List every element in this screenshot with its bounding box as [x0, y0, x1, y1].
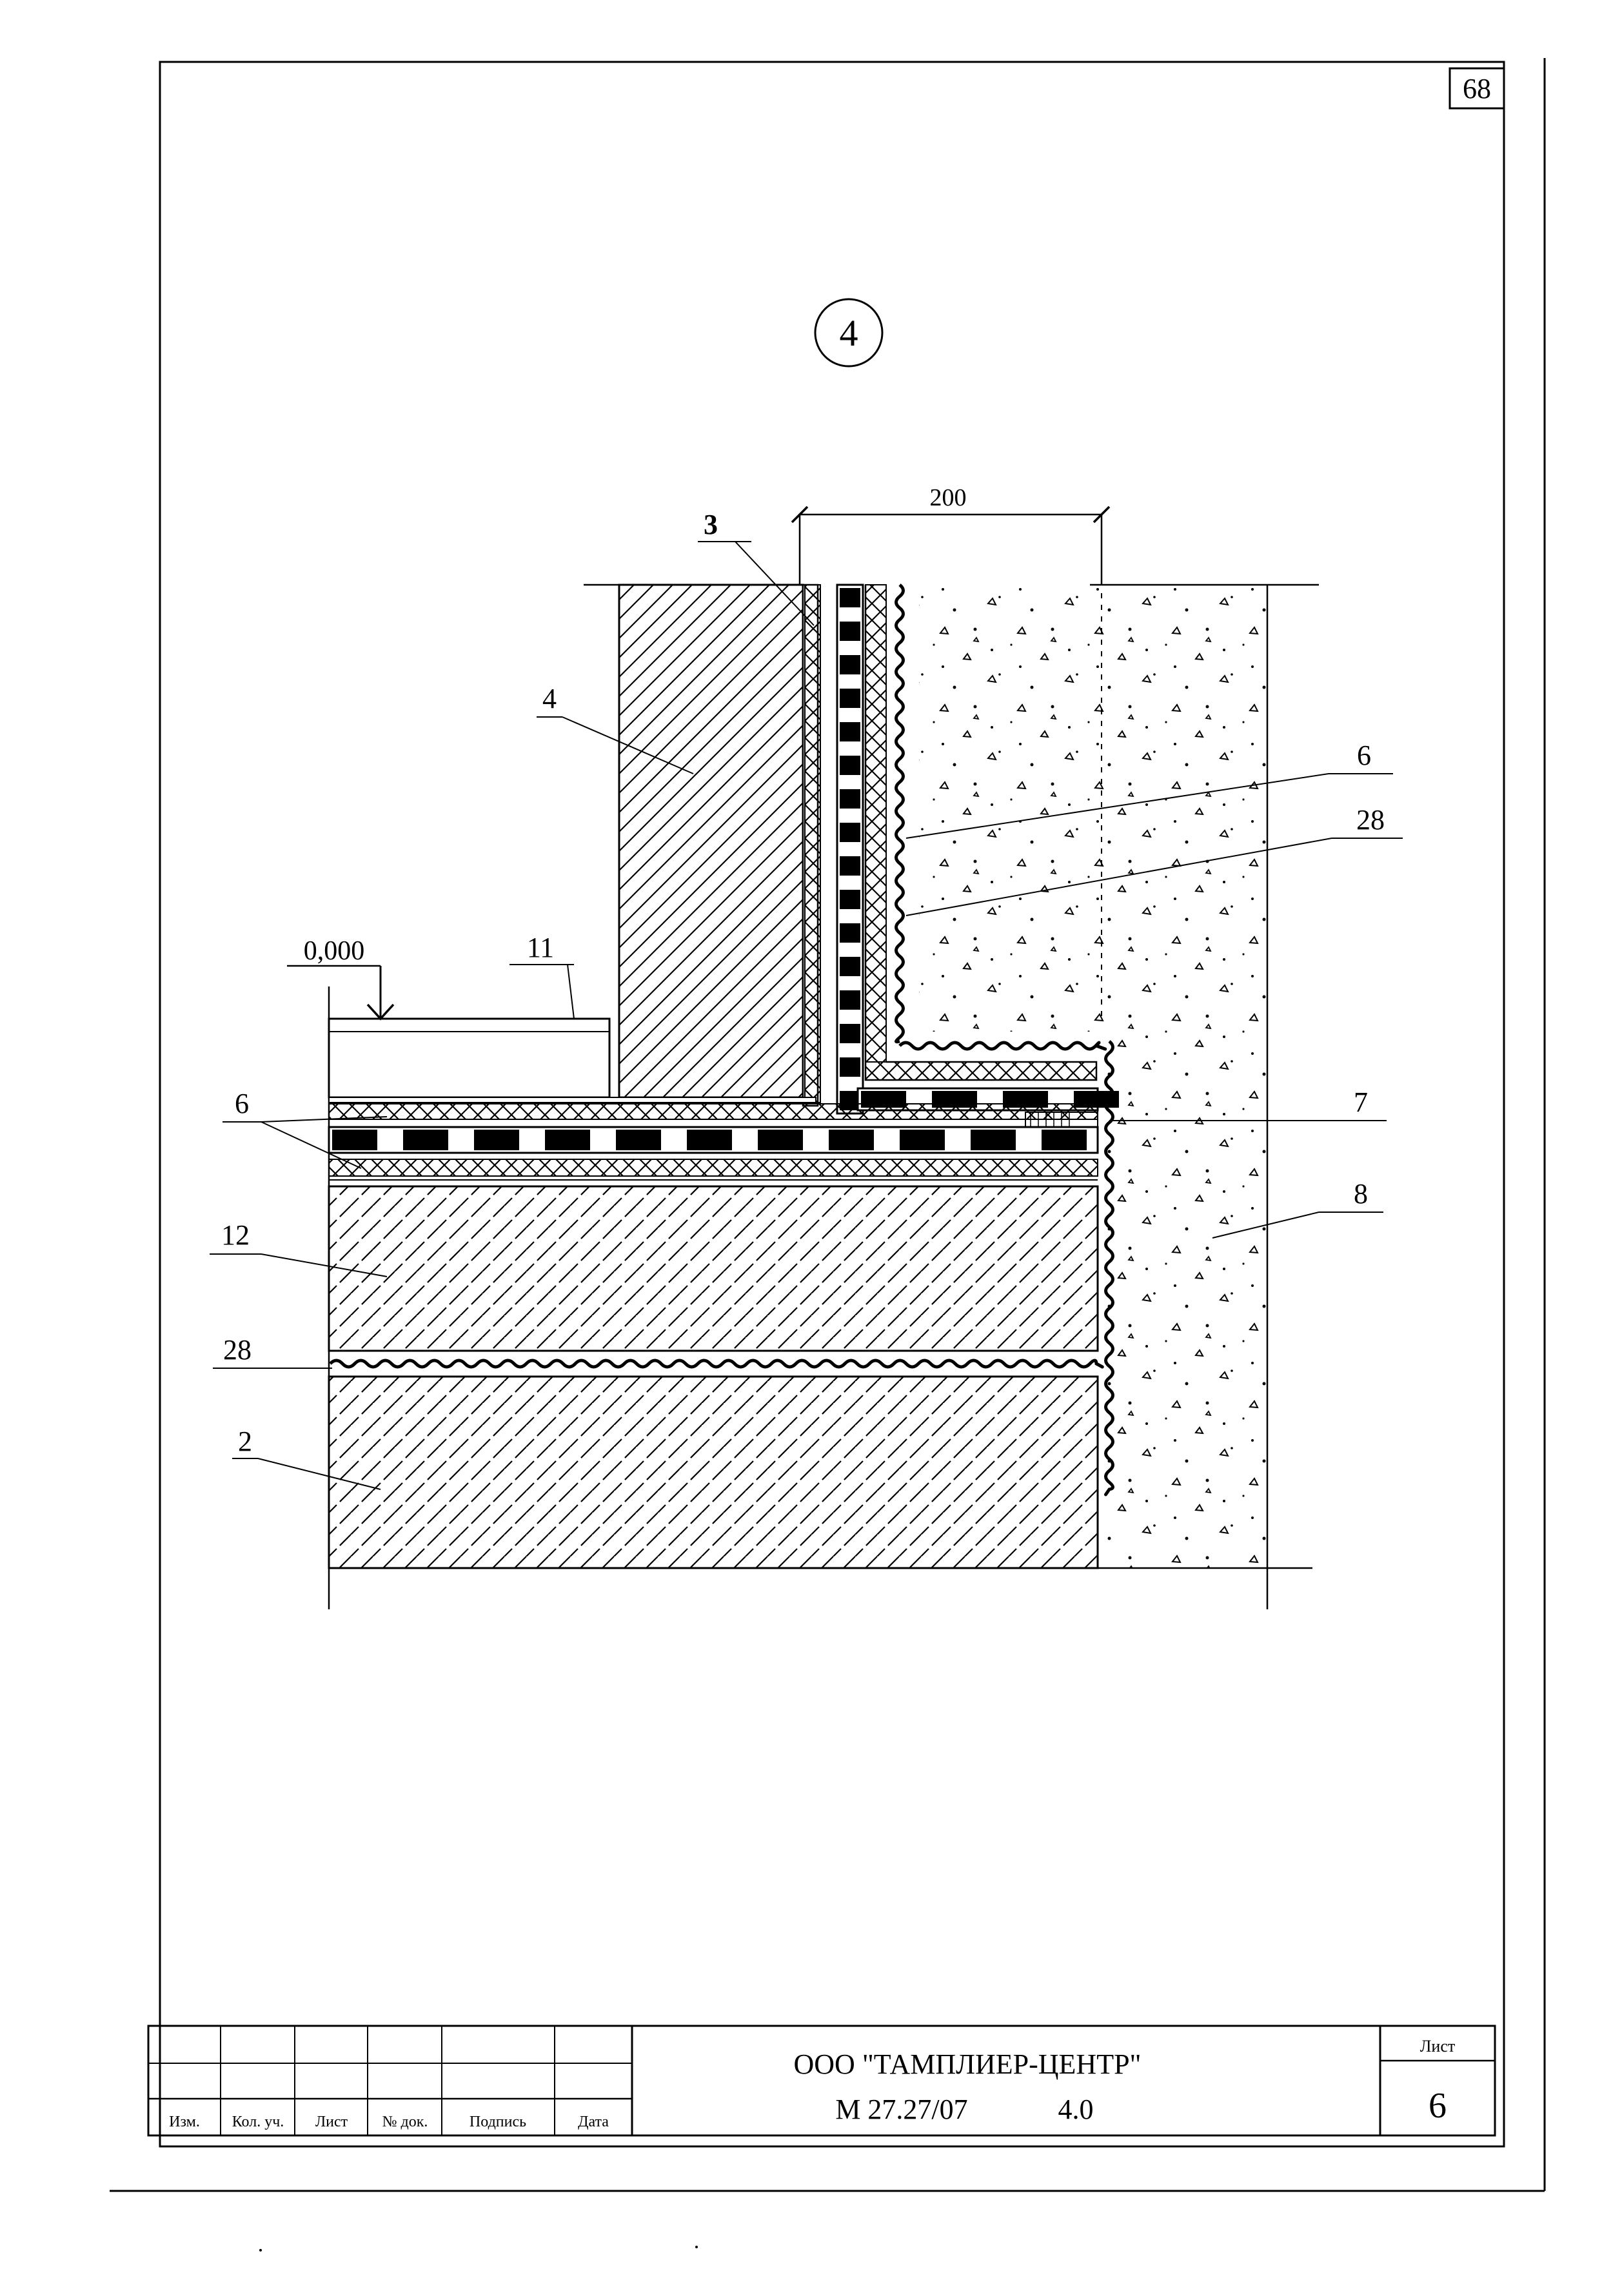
membrane-dash	[840, 1024, 860, 1043]
callout-8: 8	[1354, 1178, 1368, 1210]
callout-28-top: 28	[1356, 804, 1385, 836]
membrane-dash	[900, 1130, 945, 1150]
membrane-dash	[840, 890, 860, 909]
membrane-dash	[840, 689, 860, 708]
title-block: Изм. Кол. уч. Лист № док. Подпись Дата О…	[147, 2025, 1496, 2137]
membrane-dash	[840, 789, 860, 809]
sheet-label: Лист	[1420, 2037, 1455, 2056]
compacted-soil-layer	[328, 1185, 1099, 1352]
callout-4: 4	[542, 683, 557, 714]
callout-2: 2	[238, 1426, 252, 1457]
callout-6-left: 6	[235, 1088, 249, 1119]
drainage-membrane-horizontal-upper	[898, 1041, 1107, 1051]
sheet-frame	[110, 58, 1546, 2192]
vertical-membrane-dashes	[840, 588, 860, 1110]
membrane-dash	[1042, 1130, 1087, 1150]
title-col-signature: Подпись	[470, 2114, 526, 2130]
membrane-dash	[840, 923, 860, 943]
drainage-membrane-vertical-inner	[895, 584, 905, 1044]
sheet-corner-number: 68	[1463, 73, 1491, 104]
title-col-kol-uch: Кол. уч.	[232, 2114, 284, 2130]
title-col-list: Лист	[315, 2114, 348, 2130]
base-soil-layer	[328, 1375, 1099, 1569]
drainage-membrane-horizontal	[329, 1359, 1104, 1369]
company-name: ООО "ТАМПЛИЕР-ЦЕНТР"	[794, 2048, 1142, 2080]
callout-12: 12	[221, 1219, 250, 1251]
callout-6-top: 6	[1357, 740, 1371, 771]
title-col-date: Дата	[578, 2114, 609, 2130]
detail-number: 4	[840, 312, 858, 354]
detail-marker: 4	[814, 298, 884, 368]
scan-speck	[695, 2246, 698, 2248]
membrane-dash	[545, 1130, 590, 1150]
membrane-dash	[474, 1130, 519, 1150]
callout-11: 11	[527, 932, 554, 963]
concrete-fill	[919, 585, 1267, 1568]
membrane-dash	[840, 1057, 860, 1077]
sheet-corner-number-box: 68	[1449, 67, 1505, 110]
membrane-dash	[840, 756, 860, 775]
membrane-dash	[829, 1130, 874, 1150]
document-code: М 27.27/07	[835, 2094, 967, 2125]
dimension-value: 200	[930, 484, 967, 511]
membrane-dash	[840, 655, 860, 674]
callout-7: 7	[1354, 1086, 1368, 1118]
elevation-value: 0,000	[304, 936, 365, 966]
dimension-line	[791, 505, 1111, 585]
membrane-dash	[840, 722, 860, 741]
membrane-dash	[332, 1130, 377, 1150]
title-col-doc-no: № док.	[382, 2114, 428, 2130]
drainage-membrane-vertical-outer	[1104, 1040, 1114, 1496]
membrane-dash	[840, 957, 860, 976]
membrane-dash	[687, 1130, 732, 1150]
membrane-dash	[758, 1130, 803, 1150]
document-version: 4.0	[1058, 2094, 1094, 2125]
callout-labels: 3 4 6 28 11 6 7 8 12 28 2	[221, 509, 1385, 1457]
brick-wall	[618, 584, 804, 1099]
sheet-number: 6	[1429, 2086, 1447, 2126]
membrane-dash	[840, 622, 860, 641]
floor-finish	[328, 1017, 611, 1099]
scan-speck	[259, 2249, 262, 2252]
callout-3: 3	[704, 509, 718, 540]
horizontal-protective-layer-bottom	[328, 1159, 1098, 1177]
elevation-marker	[287, 965, 395, 1021]
title-col-izm: Изм.	[169, 2114, 200, 2130]
membrane-dash	[840, 588, 860, 607]
membrane-dash	[840, 823, 860, 842]
vertical-waterproofing-stack	[802, 584, 1098, 1115]
callout-28-left: 28	[223, 1334, 252, 1366]
horizontal-protective-layer-top	[328, 1097, 1098, 1120]
membrane-dash	[840, 990, 860, 1010]
membrane-dash	[616, 1130, 661, 1150]
horizontal-membrane	[328, 1126, 1099, 1154]
membrane-dash	[403, 1130, 448, 1150]
leader-lines	[210, 541, 1403, 1490]
membrane-dash	[971, 1130, 1016, 1150]
membrane-dash	[840, 856, 860, 876]
